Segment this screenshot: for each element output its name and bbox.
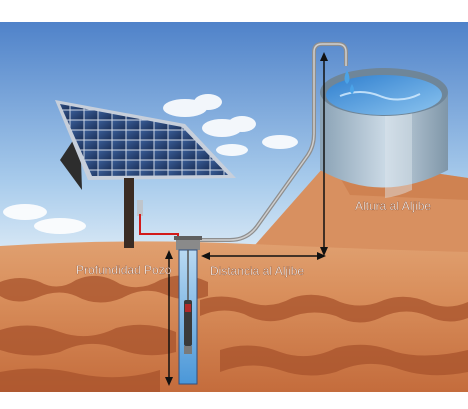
- depth-dimension: [165, 250, 173, 386]
- height-dimension: [320, 52, 328, 256]
- solar-panel-icon: [55, 100, 236, 248]
- bottom-margin: [0, 392, 468, 409]
- water-tank-icon: [320, 68, 448, 198]
- rock-texture: [0, 275, 468, 392]
- top-margin: [0, 0, 468, 22]
- distance-dimension: [201, 252, 326, 260]
- height-label: Altura al Aljibe: [355, 199, 431, 213]
- distance-label: Distancia al Aljibe: [210, 264, 304, 278]
- wellhead: [176, 238, 200, 250]
- water-drop-icon: [344, 70, 354, 94]
- submersible-pump-icon: [184, 250, 192, 354]
- depth-label: Profundidad Pozo: [76, 263, 172, 277]
- clouds: [3, 94, 298, 234]
